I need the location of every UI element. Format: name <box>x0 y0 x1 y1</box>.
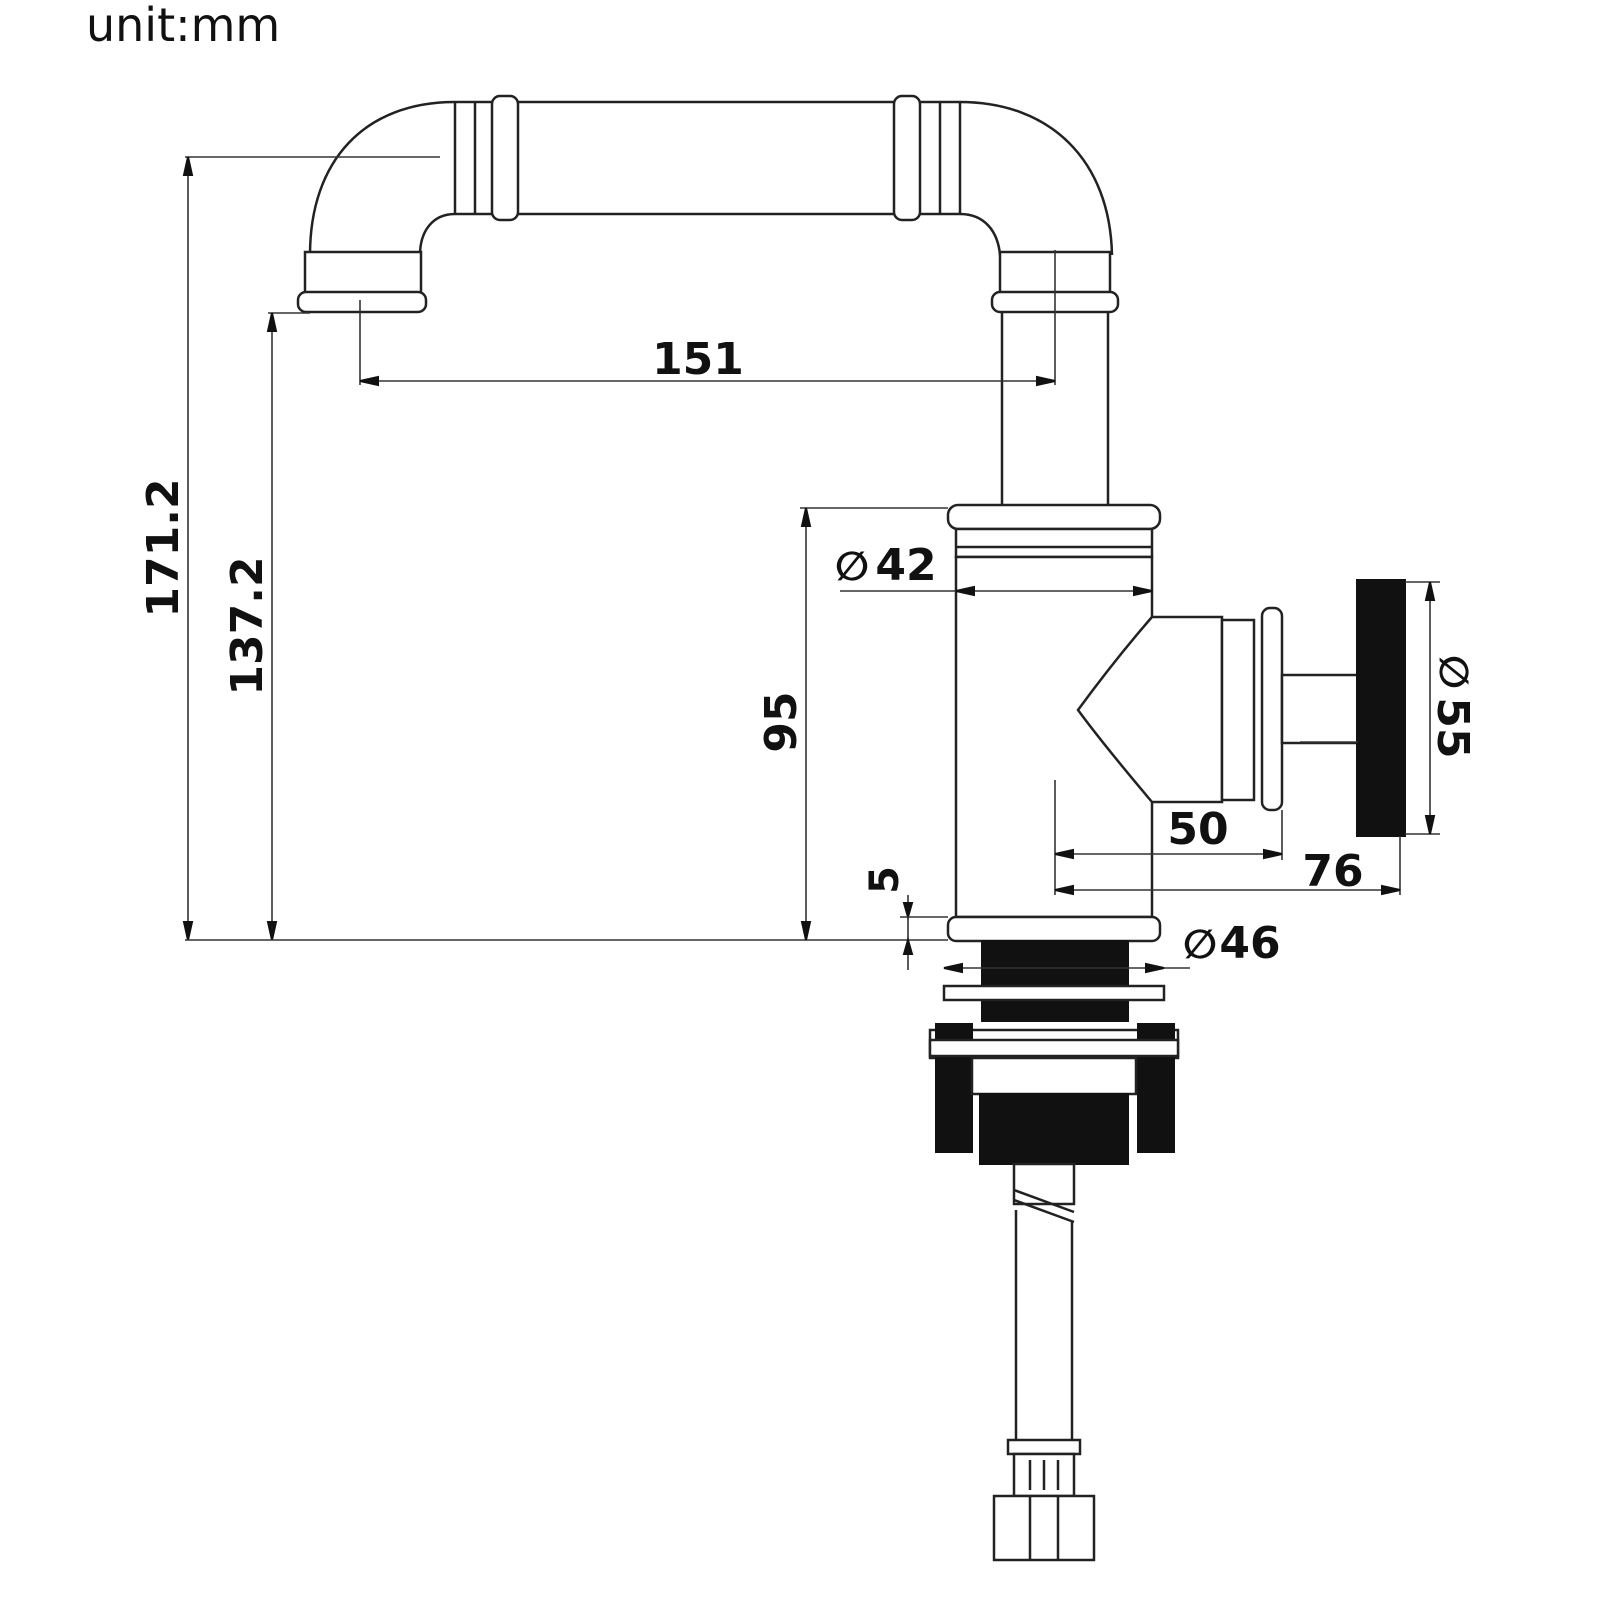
base-ring <box>946 915 1162 943</box>
handle-collar <box>1220 618 1256 802</box>
spout-ring-right <box>892 94 922 222</box>
outlet-rim <box>296 290 428 314</box>
dim-total-height: 171.2 <box>138 478 189 617</box>
dim-body-height: 95 <box>756 691 807 752</box>
handle-housing <box>1076 615 1224 804</box>
diameter-symbol-46: ∅ <box>1183 922 1217 968</box>
diameter-symbol-42: ∅ <box>835 544 869 590</box>
dim-base-diameter: 46 <box>1219 918 1280 969</box>
hose-hex-nut <box>992 1494 1096 1562</box>
diameter-symbol-55: ∅ <box>1430 655 1476 689</box>
base-thread <box>981 940 1129 1022</box>
dim-body-diameter: 42 <box>875 540 936 591</box>
hose-ferrule <box>1006 1438 1082 1456</box>
unit-label: unit:mm <box>86 0 281 52</box>
mount-nut-body <box>979 1093 1129 1165</box>
dimension-labels: 151 171.2 137.2 95 5 ∅ 42 ∅ 46 ∅ 55 50 7… <box>138 334 1478 969</box>
dimension-lines <box>182 156 1440 974</box>
dim-spout-height: 137.2 <box>222 556 273 695</box>
base-washer <box>942 984 1166 1002</box>
body-top-band <box>954 527 1154 559</box>
spout-outer-curve <box>308 100 1114 256</box>
spout-ring-left <box>490 94 520 222</box>
handle-stem <box>1280 673 1362 745</box>
handle-knob <box>1356 579 1406 837</box>
dim-base-gap: 5 <box>862 866 908 894</box>
hose-upper <box>1012 1162 1076 1206</box>
dim-spout-reach: 151 <box>652 334 744 385</box>
body-top-cap <box>946 503 1162 531</box>
handle-rim <box>1260 606 1284 812</box>
mount-nut <box>970 1056 1138 1096</box>
outlet-collar <box>303 250 423 296</box>
dim-handle-offset-long: 76 <box>1302 846 1363 897</box>
dim-handle-offset-short: 50 <box>1167 804 1228 855</box>
faucet-outline <box>296 94 1406 1562</box>
dim-handle-diameter: 55 <box>1427 697 1478 758</box>
spout-inner-curve <box>418 212 1002 256</box>
